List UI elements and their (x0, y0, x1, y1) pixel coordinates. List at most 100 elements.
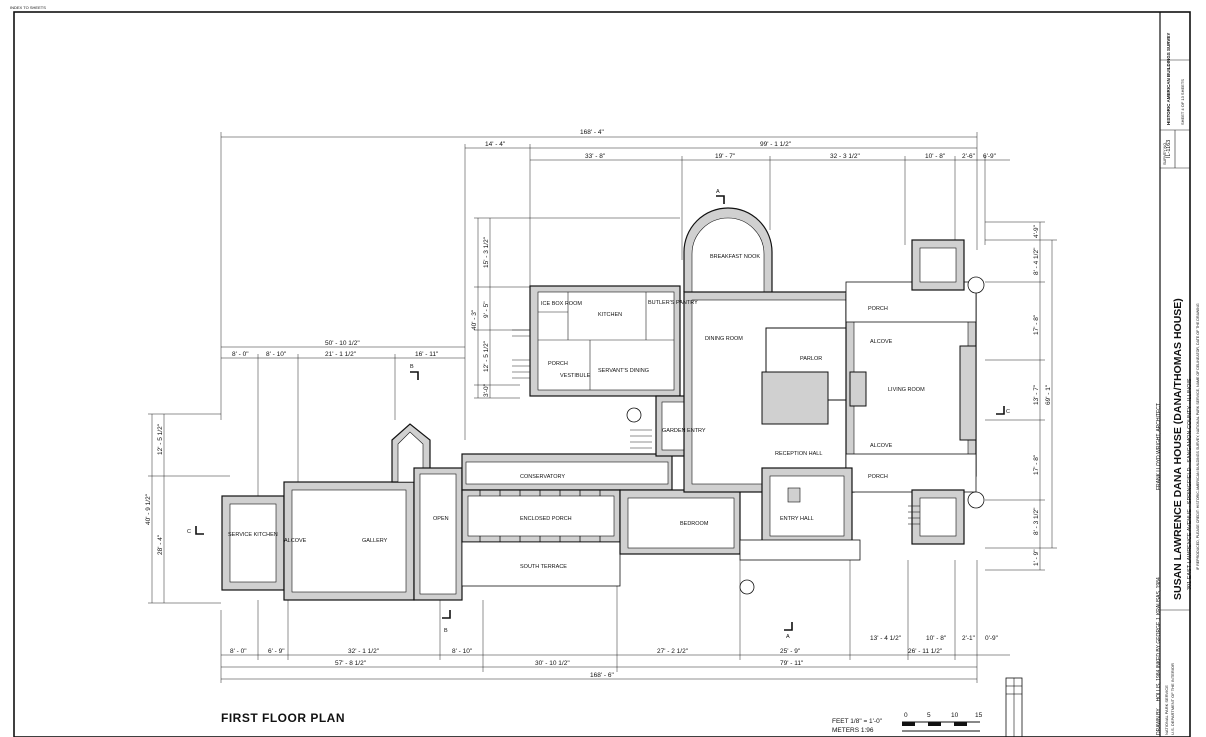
dim-t4: 10' - 8" (925, 153, 946, 160)
dim-r1: 4'-9" (1033, 224, 1040, 238)
dim-bb4: 26' - 11 1/2" (908, 648, 943, 655)
building-walls (221, 207, 985, 601)
dim-b7: 13' - 4 1/2" (870, 635, 902, 642)
section-a-top: A (716, 189, 720, 195)
room-service-kitchen: SERVICE KITCHEN (228, 532, 278, 538)
dim-top-right: 99' - 1 1/2" (760, 141, 792, 148)
drawing-title: FIRST FLOOR PLAN (221, 711, 345, 725)
project-address: 301 EAST LAWRENCE AVENUE · SPRINGFIELD ·… (1187, 378, 1193, 590)
dimension-lines (148, 132, 1057, 683)
dim-bb2: 30' - 10 1/2" (535, 660, 570, 667)
room-porch-lower: PORCH (868, 474, 888, 480)
dim-w1: 8' - 0" (232, 351, 249, 358)
room-kitchen: KITCHEN (598, 312, 622, 318)
room-dining-room: DINING ROOM (705, 336, 743, 342)
dim-b4: 8' - 10" (452, 648, 473, 655)
dim-r4: 13' - 7" (1033, 384, 1040, 405)
dim-b8: 10' - 8" (926, 635, 947, 642)
dim-k2: 9' - 5" (483, 301, 490, 318)
room-porch-service: PORCH (548, 361, 568, 367)
dim-w3: 21' - 1 1/2" (325, 351, 357, 358)
sheet-number: SHEET 4 OF 13 SHEETS (1180, 79, 1185, 125)
building-elevation-icon (1005, 677, 1023, 737)
section-b-top: B (410, 364, 414, 370)
room-ice-box-room: ICE BOX ROOM (541, 301, 582, 307)
room-conservatory: CONSERVATORY (520, 474, 565, 480)
dim-t6: 6'-9" (983, 153, 997, 160)
room-garden-entry: GARDEN ENTRY (662, 428, 706, 434)
title-block: SUSAN LAWRENCE DANA HOUSE (DANA/THOMAS H… (1156, 33, 1200, 735)
scale-meters: METERS 1:96 (832, 727, 874, 734)
dim-b2: 6' - 9" (268, 648, 285, 655)
room-alcove-west: ALCOVE (284, 538, 307, 544)
survey-name: HISTORIC AMERICAN BUILDINGS SURVEY (1166, 33, 1171, 125)
room-open: OPEN (433, 516, 449, 522)
room-living-room: LIVING ROOM (888, 387, 925, 393)
dim-k1: 15' - 3 1/2" (483, 236, 490, 268)
room-breakfast-nook: BREAKFAST NOOK (710, 254, 760, 260)
room-butlers-pantry: BUTLER'S PANTRY (648, 300, 698, 306)
section-c-left: C (187, 529, 191, 535)
room-bedroom: BEDROOM (680, 521, 709, 527)
dim-b6: 25' - 9" (780, 648, 801, 655)
agency-name: NATIONAL PARK SERVICE (1164, 685, 1169, 735)
scale-bar: FEET 1/8" = 1'-0" METERS 1:96 0 5 10 15 (832, 712, 983, 734)
survey-number: IL-1163 (1166, 140, 1172, 158)
dimension-labels: 168' - 4" 14' - 4" 99' - 1 1/2" 33' - 8"… (145, 129, 1052, 679)
dim-b5: 27' - 2 1/2" (657, 648, 689, 655)
room-porch-upper: PORCH (868, 306, 888, 312)
room-labels: BREAKFAST NOOK ICE BOX ROOM KITCHEN BUTL… (228, 254, 925, 570)
room-alcove-upper: ALCOVE (870, 339, 893, 345)
dim-bb3: 79' - 11" (780, 660, 804, 667)
room-alcove-lower: ALCOVE (870, 443, 893, 449)
room-entry-hall: ENTRY HALL (780, 516, 814, 522)
room-south-terrace: SOUTH TERRACE (520, 564, 567, 570)
survey-number-label: SURVEY NO. (1163, 142, 1167, 165)
section-a-bottom: A (786, 634, 790, 640)
scale-tick-10: 10 (951, 712, 959, 719)
reproduction-note: IF REPRODUCED, PLEASE CREDIT: HISTORIC A… (1196, 303, 1200, 570)
dim-r3: 17' - 8" (1033, 314, 1040, 335)
dim-kitchen-overall: 40' - 3" (471, 309, 478, 330)
dim-r6: 8' - 3 1/2" (1033, 507, 1040, 535)
scale-tick-15: 15 (975, 712, 983, 719)
dim-k3: 12' - 5 1/2" (483, 340, 490, 372)
room-vestibule: VESTIBULE (560, 373, 591, 379)
dim-left-2: 28' - 4" (157, 534, 164, 555)
dim-left-1: 12' - 5 1/2" (157, 423, 164, 455)
dim-right-overall: 69' - 1" (1045, 384, 1052, 405)
dim-t3: 32 - 3 1/2" (830, 153, 860, 160)
dim-t2: 19' - 7" (715, 153, 736, 160)
dim-k4: 3'-0" (483, 383, 490, 397)
dim-r2: 8' - 4 1/2" (1033, 247, 1040, 275)
room-reception-hall: RECEPTION HALL (775, 451, 822, 457)
dim-t5: 2'-6" (962, 153, 976, 160)
dim-bb1: 57' - 8 1/2" (335, 660, 367, 667)
dim-overall-bottom: 168' - 6" (590, 672, 614, 679)
section-marks: A A B B C C (187, 189, 1010, 640)
department-name: U.S. DEPARTMENT OF THE INTERIOR (1170, 663, 1175, 735)
delineator-credit: DRAWN BY ... HOLLIS, 1984 INKED BY GEORG… (1156, 577, 1162, 735)
room-servants-dining: SERVANT'S DINING (598, 368, 649, 374)
section-b-bottom: B (444, 628, 448, 634)
room-gallery: GALLERY (362, 538, 388, 544)
sheet-border (13, 11, 1191, 737)
room-enclosed-porch: ENCLOSED PORCH (520, 516, 572, 522)
dim-west-overall: 50' - 10 1/2" (325, 340, 360, 347)
dim-b10: 0'-9" (985, 635, 999, 642)
dim-left-overall: 40' - 9 1/2" (145, 493, 152, 525)
dim-r7: 1' - 9" (1033, 549, 1040, 566)
dim-w2: 8' - 10" (266, 351, 287, 358)
section-c-right: C (1006, 409, 1010, 415)
scale-tick-5: 5 (927, 712, 931, 719)
dim-t1: 33' - 8" (585, 153, 606, 160)
dim-overall-top: 168' - 4" (580, 129, 604, 136)
dim-r5: 17' - 8" (1033, 454, 1040, 475)
dim-b1: 8' - 0" (230, 648, 247, 655)
header-small-text: INDEX TO SHEETS (10, 5, 46, 10)
project-name: SUSAN LAWRENCE DANA HOUSE (DANA/THOMAS H… (1172, 298, 1184, 600)
scale-feet: FEET 1/8" = 1'-0" (832, 718, 883, 725)
dim-top-left: 14' - 4" (485, 141, 506, 148)
room-parlor: PARLOR (800, 356, 822, 362)
